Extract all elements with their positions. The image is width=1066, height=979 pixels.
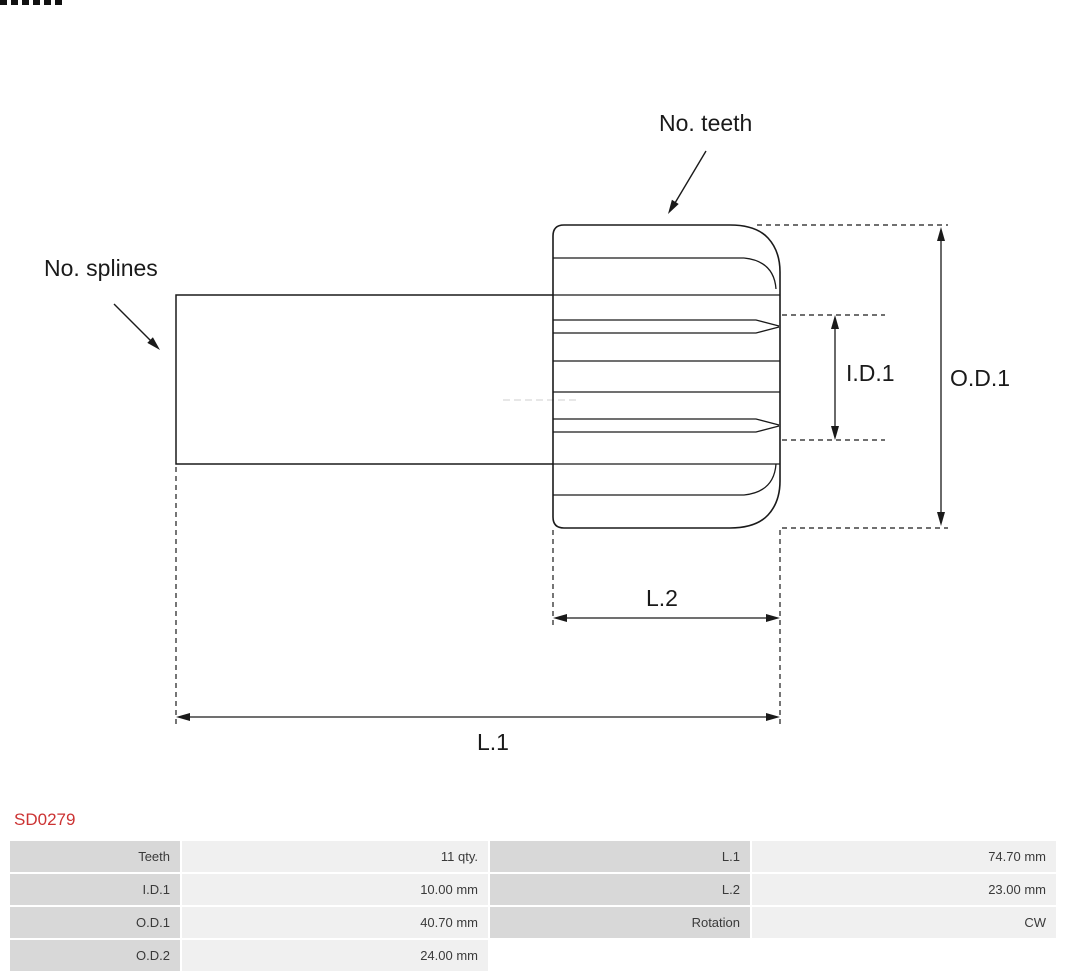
spec-label-od2: O.D.2	[10, 940, 180, 971]
od1-label: O.D.1	[950, 365, 1010, 391]
l1-dimension	[176, 713, 780, 721]
construction-lines	[175, 224, 948, 725]
spec-value-od2: 24.00 mm	[182, 940, 488, 971]
spec-value-teeth: 11 qty.	[182, 841, 488, 872]
spec-label-id1: I.D.1	[10, 874, 180, 905]
l1-label: L.1	[477, 729, 509, 755]
logo-fragment	[0, 0, 62, 5]
no-teeth-label: No. teeth	[659, 110, 752, 136]
l2-dimension	[553, 614, 780, 622]
spec-label-l2: L.2	[490, 874, 750, 905]
no-splines-leader-arrow	[113, 303, 160, 350]
spec-value-l1: 74.70 mm	[752, 841, 1056, 872]
spec-cell-empty	[490, 940, 750, 971]
shaft-outline	[175, 294, 553, 465]
l2-label: L.2	[646, 585, 678, 611]
gear-teeth-lines	[553, 257, 780, 496]
spec-value-od1: 40.70 mm	[182, 907, 488, 938]
id1-dimension	[831, 315, 839, 440]
spec-label-rotation: Rotation	[490, 907, 750, 938]
spec-table: Teeth 11 qty. L.1 74.70 mm I.D.1 10.00 m…	[10, 841, 1056, 971]
pinion-gear-outline	[552, 224, 781, 529]
spec-value-l2: 23.00 mm	[752, 874, 1056, 905]
spec-cell-empty	[752, 940, 1056, 971]
od1-dimension	[937, 227, 945, 526]
part-number: SD0279	[14, 810, 76, 829]
spec-label-teeth: Teeth	[10, 841, 180, 872]
id1-label: I.D.1	[846, 360, 895, 386]
spec-label-l1: L.1	[490, 841, 750, 872]
no-teeth-leader-arrow	[668, 150, 707, 214]
no-splines-label: No. splines	[44, 255, 158, 281]
spec-value-id1: 10.00 mm	[182, 874, 488, 905]
spec-label-od1: O.D.1	[10, 907, 180, 938]
technical-drawing: O.D.1 I.D.1 L.2 L.1 No. teeth	[44, 110, 1010, 755]
spec-value-rotation: CW	[752, 907, 1056, 938]
